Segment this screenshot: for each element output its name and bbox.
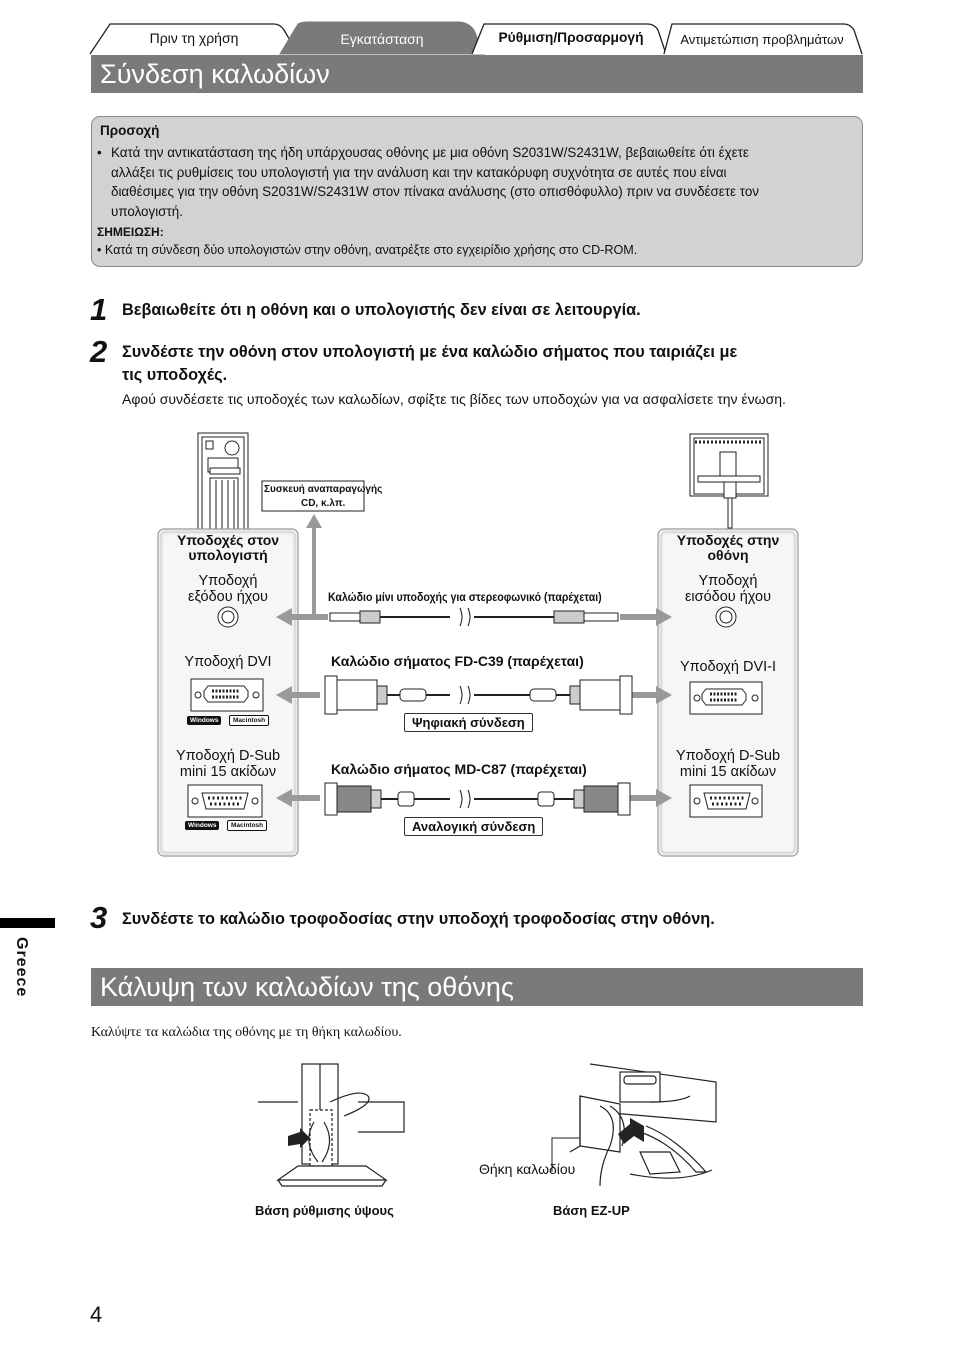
step-number: 2 <box>90 334 107 369</box>
height-adjust-stand-illustration <box>258 1063 405 1187</box>
monitor-panel-title: Υποδοχές στην οθόνη <box>660 533 796 563</box>
monitor-dsub-line: mini 15 ακίδων <box>679 764 777 780</box>
pc-audio-out-label: Υποδοχή εξόδου ήχου <box>160 573 296 605</box>
caution-box: Προσοχή • Κατά την αντικατάσταση της ήδη… <box>91 116 863 267</box>
windows-badge: Windows <box>187 716 222 725</box>
pc-panel-title-line: υπολογιστή <box>188 547 268 563</box>
monitor-audio-line: εισόδου ήχου <box>684 589 772 605</box>
monitor-dsub-line: Υποδοχή D-Sub <box>675 748 781 764</box>
language-tab-label: Greece <box>13 937 30 998</box>
monitor-panel-title-line: Υποδοχές στην <box>676 532 780 548</box>
monitor-panel-title-line: οθόνη <box>707 547 749 563</box>
tab-settings-adjustment[interactable]: Ρύθμιση/Προσαρμογή <box>498 30 644 45</box>
ez-up-stand-caption: Βάση EZ-UP <box>553 1203 630 1218</box>
caution-line: διαθέσιμες για την οθόνη S2031W/S2431W σ… <box>111 184 759 199</box>
monitor-back-icon <box>689 433 769 529</box>
section-title-connecting-cables: Σύνδεση καλωδίων <box>91 55 863 93</box>
page-number: 4 <box>90 1302 103 1327</box>
windows-badge: Windows <box>185 821 220 830</box>
cd-device-label: Συσκευή αναπαραγωγής CD, κ.λπ. <box>264 483 382 511</box>
dsub-cable-label: Καλώδιο σήματος MD-C87 (παρέχεται) <box>331 761 587 777</box>
tab-bar <box>89 21 863 55</box>
dvi-cable-label: Καλώδιο σήματος FD-C39 (παρέχεται) <box>331 653 584 669</box>
language-tab-marker <box>0 918 55 928</box>
caution-line: αλλάξει τις ρυθμίσεις του υπολογιστή για… <box>111 164 727 180</box>
pc-audio-line: Υποδοχή <box>198 573 258 589</box>
monitor-audio-line: Υποδοχή <box>698 573 758 589</box>
cable-holder-label: Θήκη καλωδίου <box>479 1161 576 1177</box>
cd-device-line: CD, κ.λπ. <box>300 498 346 509</box>
pc-dsub-line: mini 15 ακίδων <box>179 764 277 780</box>
pc-panel-title: Υποδοχές στον υπολογιστή <box>160 533 296 563</box>
bullet-icon: • <box>97 145 102 160</box>
caution-line: Κατά την αντικατάσταση της ήδη υπάρχουσα… <box>111 145 749 160</box>
tab-before-use[interactable]: Πριν τη χρήση <box>149 30 239 46</box>
tab-troubleshooting[interactable]: Αντιμετώπιση προβλημάτων <box>680 32 844 47</box>
pc-panel-title-line: Υποδοχές στον <box>176 532 280 548</box>
pc-dsub-label: Υποδοχή D-Sub mini 15 ακίδων <box>160 748 296 780</box>
cd-device-line: Συσκευή αναπαραγωγής <box>264 484 383 495</box>
tab-installation[interactable]: Εγκατάσταση <box>340 31 424 47</box>
step-subtext: Αφού συνδέσετε τις υποδοχές των καλωδίων… <box>122 391 786 407</box>
macintosh-badge: Macintosh <box>229 715 270 726</box>
step-text: Βεβαιωθείτε ότι η οθόνη και ο υπολογιστή… <box>122 301 641 319</box>
section-title-cover-cables: Κάλυψη των καλωδίων της οθόνης <box>91 968 863 1006</box>
step-text: Συνδέστε το καλώδιο τροφοδοσίας στην υπο… <box>122 910 715 928</box>
height-adjust-stand-caption: Βάση ρύθμισης ύψους <box>255 1203 394 1218</box>
analog-connection-label: Αναλογική σύνδεση <box>404 817 544 836</box>
step-number: 1 <box>90 292 107 327</box>
caution-title: Προσοχή <box>100 123 160 138</box>
step-text: Συνδέστε την οθόνη στον υπολογιστή με έν… <box>122 343 738 361</box>
pc-audio-line: εξόδου ήχου <box>187 589 268 605</box>
cover-instruction-text: Καλύψτε τα καλώδια της οθόνης με τη θήκη… <box>91 1025 402 1040</box>
macintosh-badge: Macintosh <box>227 820 268 831</box>
ez-up-stand-illustration <box>551 1063 717 1187</box>
note-text: • Κατά τη σύνδεση δύο υπολογιστών στην ο… <box>97 243 638 257</box>
step-number: 3 <box>90 900 107 935</box>
pc-dsub-line: Υποδοχή D-Sub <box>175 748 281 764</box>
monitor-dvi-label: Υποδοχή DVI-I <box>679 659 776 675</box>
note-label: ΣΗΜΕΙΩΣΗ: <box>97 225 164 239</box>
caution-line: υπολογιστή. <box>111 203 183 219</box>
step-text: τις υποδοχές. <box>122 366 228 384</box>
connection-diagram <box>157 432 799 857</box>
monitor-audio-in-label: Υποδοχή εισόδου ήχου <box>660 573 796 605</box>
digital-connection-label: Ψηφιακή σύνδεση <box>404 713 533 732</box>
audio-cable-label: Καλώδιο μίνι υποδοχής για στερεοφωνικό (… <box>328 592 602 604</box>
pc-dvi-label: Υποδοχή DVI <box>184 654 272 670</box>
pc-tower-icon <box>197 432 249 539</box>
monitor-dsub-label: Υποδοχή D-Sub mini 15 ακίδων <box>660 748 796 780</box>
